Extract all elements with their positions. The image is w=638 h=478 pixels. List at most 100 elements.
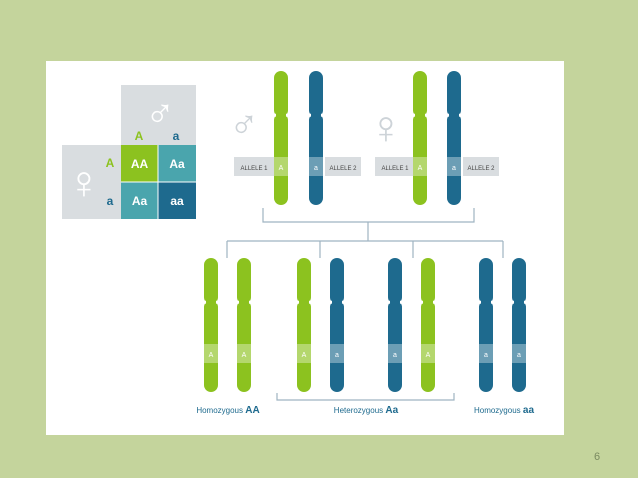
centromere-notch — [433, 300, 436, 304]
allele1-label: ALLELE 1 — [240, 166, 268, 172]
centromere-notch — [478, 300, 481, 304]
allele-band — [297, 344, 311, 363]
centromere-notch — [329, 300, 332, 304]
centromere-notch — [273, 113, 276, 117]
heterozygous-bracket — [276, 393, 455, 401]
allele-band — [388, 344, 402, 363]
genotype-label-homozygous-recessive: Homozygous aa — [474, 405, 534, 416]
connector-branches — [226, 240, 504, 258]
centromere-notch — [524, 300, 527, 304]
allele-letter: A — [209, 352, 214, 359]
chromosome: a — [446, 71, 462, 205]
centromere-notch — [342, 300, 345, 304]
centromere-notch — [321, 113, 324, 117]
punnett-cell-Aa-top — [158, 145, 196, 182]
genotype-label-heterozygous: Heterozygous Aa — [334, 405, 399, 416]
allele1-box — [234, 157, 274, 176]
allele2-box — [463, 157, 499, 176]
chromosome: a — [511, 258, 527, 392]
punnett-col-header-1: A — [135, 129, 144, 143]
genotype-label-prefix: Homozygous — [196, 406, 245, 415]
male-parent-symbol-icon: ♂ — [229, 103, 259, 147]
chromosome-arm-lower — [512, 300, 526, 392]
connector-bracket — [262, 208, 475, 223]
chromosome-arm-upper — [421, 258, 435, 305]
allele2-label: ALLELE 2 — [329, 166, 357, 172]
female-symbol-icon: ♀ — [67, 156, 102, 208]
chromosome: a — [329, 258, 345, 392]
allele-letter: a — [314, 165, 318, 172]
punnett-row-header-1: A — [106, 156, 115, 170]
centromere-notch — [309, 300, 312, 304]
punnett-cell-Aa-bottom — [121, 182, 158, 219]
chromosome: a — [308, 71, 324, 205]
allele-band — [512, 344, 526, 363]
allele-band — [330, 344, 344, 363]
chromosome-arm-lower — [204, 300, 218, 392]
allele-letter: A — [242, 352, 247, 359]
allele-band — [309, 157, 323, 176]
male-allele-labels: ALLELE 1 ALLELE 2 — [234, 157, 361, 176]
chromosome: a — [387, 258, 403, 392]
allele-letter: A — [418, 165, 423, 172]
chromosome: A — [203, 258, 219, 392]
allele2-box — [325, 157, 361, 176]
allele-letter: A — [279, 165, 284, 172]
genotype-label-homozygous-dominant: Homozygous AA — [196, 405, 259, 416]
chromosome-arm-upper — [447, 71, 461, 118]
chromosome: A — [420, 258, 436, 392]
centromere-notch — [249, 300, 252, 304]
punnett-cell-AA — [121, 145, 158, 182]
chromosome-arm-lower — [237, 300, 251, 392]
allele-band — [237, 344, 251, 363]
page-number: 6 — [593, 451, 601, 463]
punnett-cell-label: Aa — [132, 194, 148, 208]
allele-band — [204, 344, 218, 363]
centromere-notch — [216, 300, 219, 304]
chromosome-arm-upper — [413, 71, 427, 118]
centromere-notch — [446, 113, 449, 117]
allele1-box — [375, 157, 415, 176]
chromosome-arm-upper — [512, 258, 526, 305]
allele-band — [413, 157, 427, 176]
chromosome-arm-lower — [413, 113, 427, 205]
punnett-female-header-bg — [62, 145, 121, 219]
punnett-square: ♂ ♀ A a A a AA Aa Aa aa — [62, 85, 196, 219]
chromosome-arm-upper — [479, 258, 493, 305]
genotype-label-code: aa — [523, 405, 535, 416]
punnett-cell-label: AA — [131, 157, 149, 171]
chromosome-arm-lower — [447, 113, 461, 205]
centromere-notch — [400, 300, 403, 304]
chromosome-arm-upper — [297, 258, 311, 305]
allele-letter: A — [426, 352, 431, 359]
chromosome: A — [273, 71, 289, 205]
chromosome-arm-lower — [479, 300, 493, 392]
chromosome-arm-upper — [204, 258, 218, 305]
punnett-male-header-bg — [121, 85, 196, 145]
chromosome-arm-lower — [309, 113, 323, 205]
chromosome: A — [236, 258, 252, 392]
allele-band — [274, 157, 288, 176]
centromere-notch — [296, 300, 299, 304]
chromosome-arm-lower — [421, 300, 435, 392]
chromosome-arm-lower — [388, 300, 402, 392]
chromosome-arm-upper — [309, 71, 323, 118]
genotype-label-prefix: Heterozygous — [334, 406, 386, 415]
centromere-notch — [236, 300, 239, 304]
chromosome-arm-upper — [274, 71, 288, 118]
female-parent-symbol-icon: ♀ — [369, 101, 404, 153]
chromosome: A — [412, 71, 428, 205]
allele1-label: ALLELE 1 — [381, 166, 409, 172]
centromere-notch — [425, 113, 428, 117]
chromosome-arm-lower — [330, 300, 344, 392]
chromosome-arm-upper — [388, 258, 402, 305]
punnett-cell-aa — [158, 182, 196, 219]
chromosome-arm-lower — [274, 113, 288, 205]
allele2-label: ALLELE 2 — [467, 166, 495, 172]
centromere-notch — [308, 113, 311, 117]
centromere-notch — [420, 300, 423, 304]
allele-letter: a — [452, 165, 456, 172]
chromosome-arm-upper — [237, 258, 251, 305]
